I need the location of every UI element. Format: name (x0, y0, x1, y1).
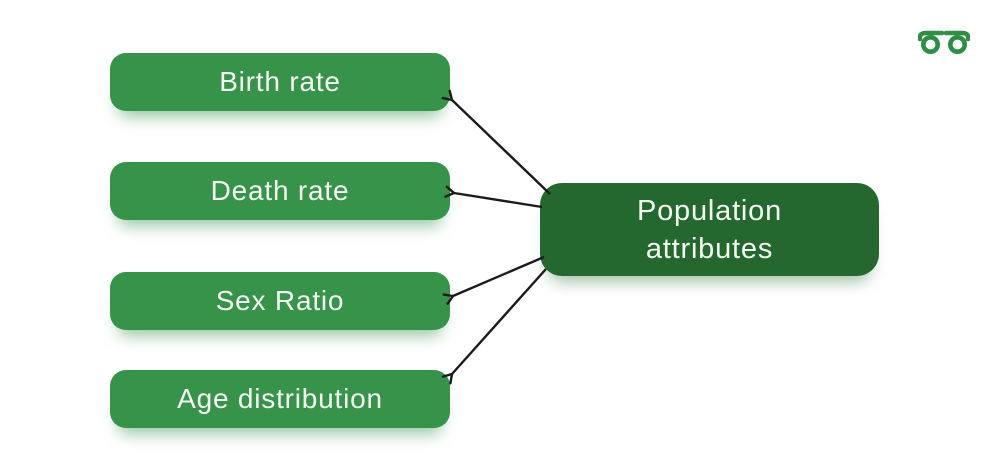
node-age-distribution: Age distribution (110, 370, 450, 428)
node-population-attributes: Population attributes (540, 183, 879, 276)
node-sex-ratio: Sex Ratio (110, 272, 450, 330)
node-population-attributes-label: Population attributes (636, 194, 783, 265)
node-death-rate: Death rate (110, 162, 450, 220)
arrow-to-birth-rate (441, 89, 551, 195)
node-birth-rate-label: Birth rate (219, 66, 341, 97)
node-birth-rate: Birth rate (110, 53, 450, 111)
geeksforgeeks-logo-icon (918, 30, 970, 54)
arrow-to-death-rate (444, 185, 543, 209)
node-sex-ratio-label: Sex Ratio (215, 285, 345, 316)
arrow-to-age-distribution (441, 268, 547, 385)
node-age-distribution-label: Age distribution (177, 383, 383, 414)
arrow-to-sex-ratio (442, 255, 545, 305)
node-death-rate-label: Death rate (210, 175, 350, 206)
